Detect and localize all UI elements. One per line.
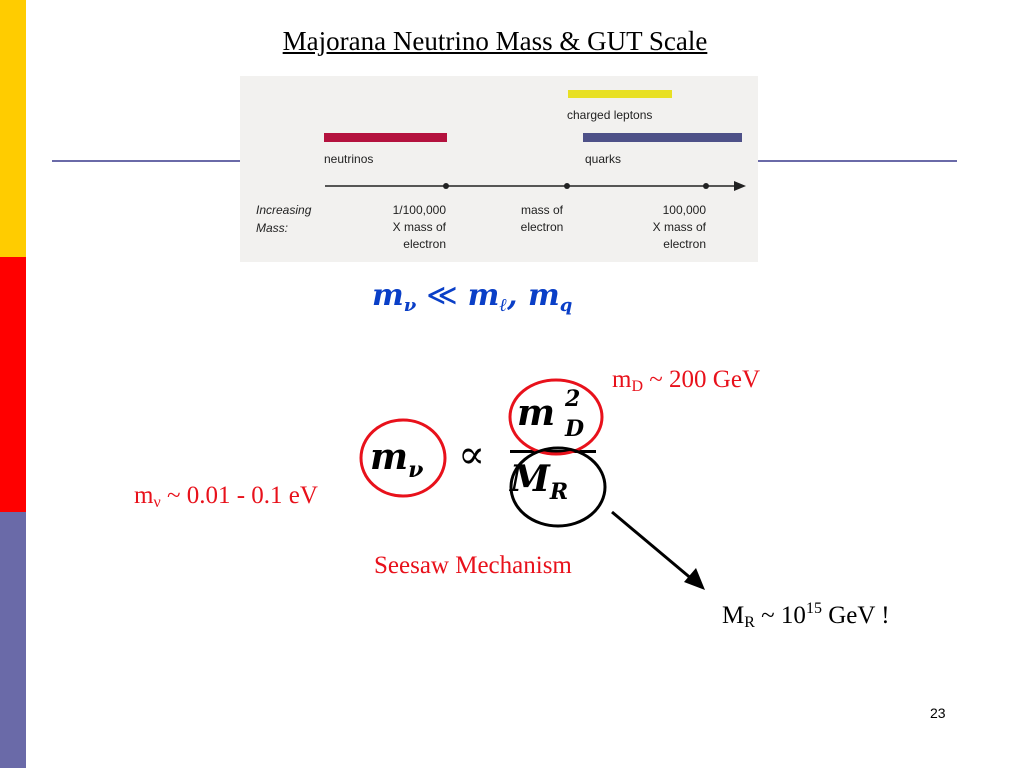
tick-right-line3: electron [663, 237, 706, 251]
md-value: ~ 200 GeV [643, 366, 760, 393]
tick-mid-line2: electron [521, 220, 564, 234]
mnu-value: ~ 0.01 - 0.1 eV [160, 482, 318, 509]
neutrinos-label: neutrinos [324, 152, 373, 166]
axis-point-mid [564, 183, 570, 189]
axis-point-left [443, 183, 449, 189]
eq2-denominator-subscript: R [549, 479, 569, 505]
eq1-comma: , [507, 278, 518, 313]
md-subscript: D [631, 378, 644, 395]
eq2-numerator-m: m [517, 392, 556, 434]
charged-leptons-bar [568, 90, 672, 98]
mass-hierarchy-equation: mν≪mℓ, mq [372, 278, 572, 316]
title-rule-right [757, 160, 957, 162]
tick-left-line1: 1/100,000 [393, 203, 447, 217]
eq2-numerator-subscript: D [565, 416, 585, 442]
m-nu-circle [359, 418, 447, 498]
slide-title: Majorana Neutrino Mass & GUT Scale [282, 26, 708, 56]
mr-subscript: R [744, 614, 755, 631]
tick-right-line1: 100,000 [663, 203, 707, 217]
axis-title-line2: Mass: [256, 221, 288, 235]
quarks-label: quarks [585, 152, 621, 166]
tick-mid-line1: mass of [521, 203, 564, 217]
eq1-lepton-subscript: ℓ [499, 295, 508, 316]
mnu-subscript: ν [153, 494, 161, 511]
tick-left-line3: electron [403, 237, 446, 251]
sidebar-red-block [0, 257, 26, 512]
eq2-m: m [370, 436, 409, 478]
eq2-m-nu: mν [370, 436, 423, 483]
eq2-denominator-m: M [510, 458, 550, 500]
mr-exponent: 15 [805, 600, 822, 617]
charged-leptons-label: charged leptons [567, 108, 652, 122]
mnu-prefix: m [134, 482, 154, 509]
axis-point-right [703, 183, 709, 189]
mr-prefix: M [722, 602, 745, 629]
tick-right-line2: X mass of [653, 220, 707, 234]
fraction-bar [510, 450, 596, 453]
title-rule-left [52, 160, 242, 162]
seesaw-equation: mν ∝ m 2 D MR [360, 380, 660, 530]
tick-left-line2: X mass of [393, 220, 447, 234]
sidebar-blue-block [0, 512, 26, 768]
page-number: 23 [930, 705, 946, 721]
mr-value-unit: GeV ! [821, 602, 890, 629]
eq1-much-less-symbol: ≪ [426, 278, 458, 313]
dirac-mass-label: mD ~ 200 GeV [612, 366, 760, 396]
eq2-denominator: MR [510, 458, 568, 505]
md-prefix: m [612, 366, 632, 393]
arrow-shaft [611, 510, 694, 582]
mass-scale-figure: charged leptons neutrinos quarks Increas… [240, 76, 758, 262]
m-r-circle [509, 446, 607, 528]
eq1-m-nu: m [372, 278, 404, 313]
eq1-nu-subscript: ν [403, 295, 417, 316]
seesaw-caption: Seesaw Mechanism [374, 552, 572, 579]
m-d-circle [508, 378, 604, 456]
neutrinos-bar [324, 133, 447, 142]
eq2-numerator-exponent: 2 [565, 386, 581, 412]
eq1-m-quark: m [528, 278, 560, 313]
eq1-quark-subscript: q [559, 295, 573, 316]
mass-scale-diagram: charged leptons neutrinos quarks Increas… [256, 90, 746, 251]
quarks-bar [583, 133, 742, 142]
eq2-nu-subscript: ν [408, 457, 424, 483]
eq1-m-lepton: m [467, 278, 500, 313]
eq2-numerator: m 2 D [517, 386, 584, 442]
sidebar-yellow-block [0, 0, 26, 257]
axis-title-line1: Increasing [256, 203, 312, 217]
mass-axis-arrowhead [734, 181, 746, 191]
right-handed-mass-label: MR ~ 1015 GeV ! [722, 600, 890, 632]
mr-value-base: ~ 10 [754, 602, 806, 629]
arrow-head [684, 568, 705, 590]
proportional-symbol: ∝ [458, 432, 486, 478]
neutrino-mass-label: mν ~ 0.01 - 0.1 eV [134, 482, 318, 512]
